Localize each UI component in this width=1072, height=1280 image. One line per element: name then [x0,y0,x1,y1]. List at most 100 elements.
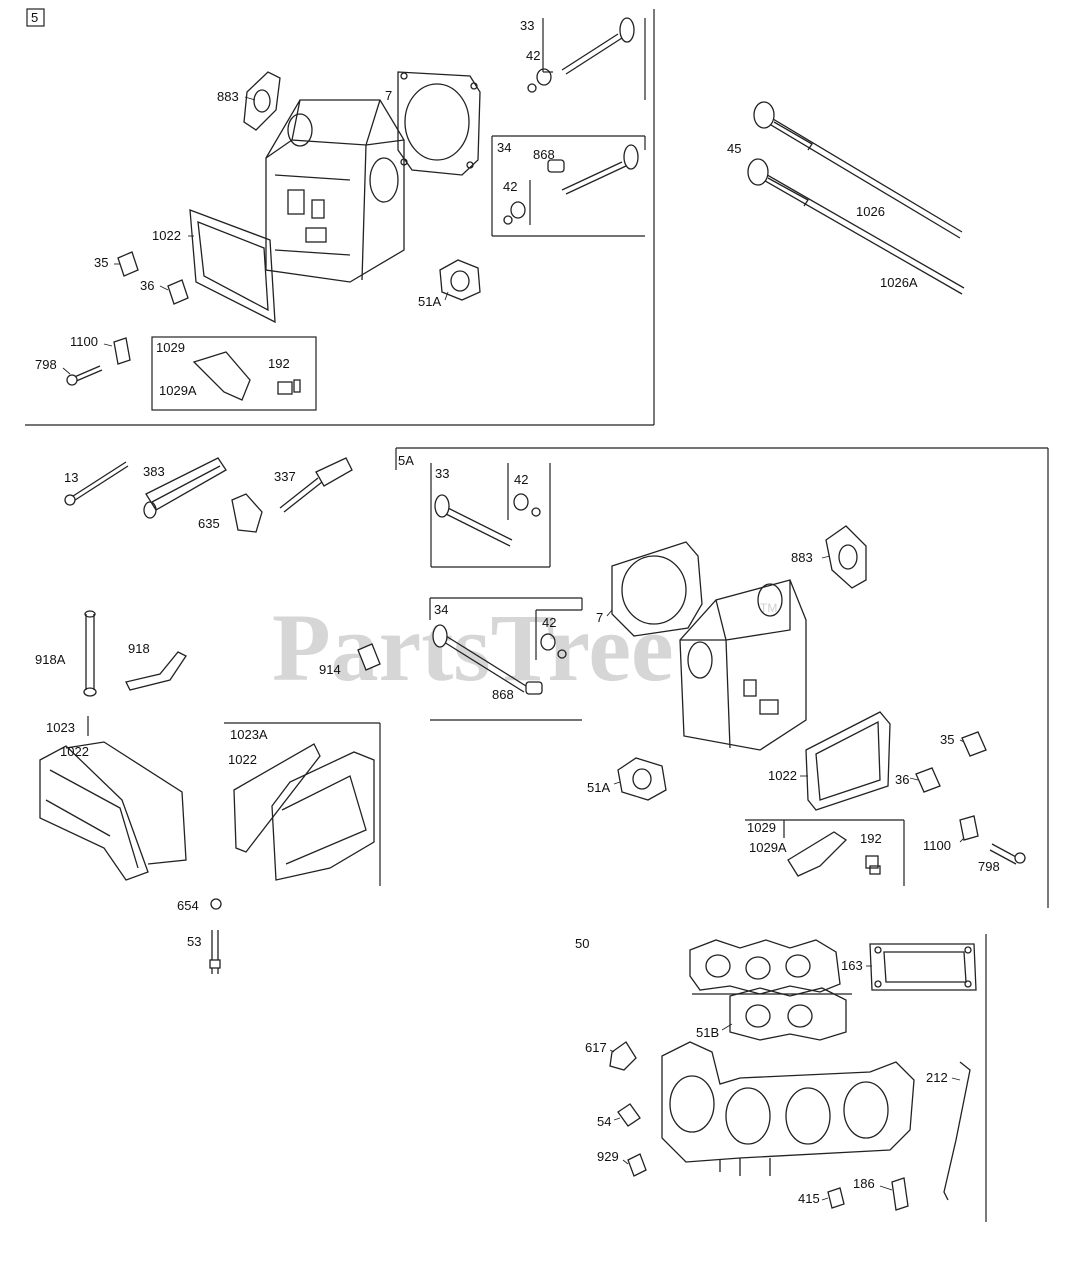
part-label: 42 [503,179,517,194]
rocker-cover-gasket-part [189,209,276,324]
part-label: 1029A [159,383,197,398]
part-label: 36 [140,278,154,293]
section-5-brackets [151,18,646,411]
part-label: 42 [514,472,528,487]
part-label: 1029 [747,820,776,835]
tube-918-part [125,651,187,691]
section-5a-labels: 33 42 34 42 868 7 883 35 36 1022 51A 102… [434,466,1000,874]
muffler-guard-part [145,457,227,511]
part-label: 415 [798,1191,820,1206]
section-5-labels: 883 7 33 42 34 868 42 1022 35 36 51A 110… [35,18,555,398]
section-label-5a: 5A [398,453,414,468]
nut-5a-part [865,855,879,869]
breather-5a-part [961,731,987,757]
part-label: 337 [274,469,296,484]
spark-plug-part [279,477,323,513]
part-label: 35 [940,732,954,747]
bolt-13-part [69,461,129,503]
valve-34-5a-part [443,635,527,693]
intake-manifold-part [661,1041,915,1176]
section-5-parts [66,17,639,401]
section-5a-parts [432,493,1026,877]
part-label: 192 [268,356,290,371]
part-label: 42 [526,48,540,63]
screw-5a-part [989,843,1019,865]
part-label: 918 [128,641,150,656]
gasket-1022-right-part [233,743,321,853]
screw-415-part [827,1187,845,1209]
link-212-part [943,1061,971,1201]
valve-group-top-right: 45 1026 1026A [727,101,965,295]
tube-918a-part [85,614,95,690]
part-label: 163 [841,958,863,973]
part-label: 212 [926,1070,948,1085]
part-label: 34 [497,140,511,155]
part-label: 36 [895,772,909,787]
section-50-labels: 163 51B 617 54 929 212 186 415 [585,958,948,1206]
part-label: 7 [596,610,603,625]
part-label: 1029A [749,840,787,855]
spacer-5a-part [915,767,941,793]
screw-part [71,365,103,383]
section-label-5: 5 [31,10,38,25]
intake-gasket-part [439,259,481,301]
part-label: 868 [533,147,555,162]
watermark-tm: TM [760,601,777,615]
clip-part [113,337,131,365]
intake-valve-part [561,33,623,75]
part-label: 1023A [230,727,268,742]
section-50-frame: 50 [575,934,987,1222]
part-label: 914 [319,662,341,677]
left-middle-parts [39,457,381,974]
part-label: 1100 [923,838,951,853]
part-label: 35 [94,255,108,270]
section-5-frame: 5 [25,8,655,426]
part-label: 617 [585,1040,607,1055]
valve-cover-1023-part [39,745,149,881]
part-label: 1022 [768,768,797,783]
part-label: 1022 [60,744,89,759]
section-50-leaders [609,965,961,1201]
valve-1026-part [759,171,965,295]
manifold-gasket-part [689,939,852,1041]
part-label: 654 [177,898,199,913]
part-label: 1026 [856,204,885,219]
part-label: 798 [978,859,1000,874]
section-label-50: 50 [575,936,589,951]
part-label: 42 [542,615,556,630]
part-label: 1029 [156,340,185,355]
rocker-arm-5a-part [787,831,848,877]
gasket-163-part [869,943,977,991]
part-label: 53 [187,934,201,949]
left-middle-labels: 13 383 337 635 918A 918 914 1023 1022 10… [35,464,341,949]
section-5a-leaders [606,555,965,843]
valve-45-part [765,115,963,239]
part-label: 883 [791,550,813,565]
gasket-1022-left-part [65,741,187,865]
exhaust-gasket-part [243,71,281,131]
part-label: 7 [385,88,392,103]
spring-186-part [891,1177,909,1211]
part-label: 1023 [46,720,75,735]
part-label: 383 [143,464,165,479]
valve-keeper-part [536,68,552,86]
part-label: 635 [198,516,220,531]
rocker-arm-part [192,351,251,401]
part-label: 868 [492,687,514,702]
screw-54-part [617,1103,641,1127]
breather-part [117,251,139,277]
section-50-parts [609,939,977,1211]
gasket-617-part [609,1041,637,1071]
part-label: 45 [727,141,741,156]
clip-5a-part [959,815,979,841]
screw-929-part [627,1153,647,1177]
part-label: 1022 [228,752,257,767]
cylinder-head-5a-part [679,579,807,751]
head-gasket-5a-part [611,541,703,637]
section-5-leaders [62,96,449,375]
rocker-cover-gasket-5a-part [805,711,891,811]
section-5a-frame: 5A [395,447,1049,908]
part-label: 51B [696,1025,719,1040]
part-label: 33 [520,18,534,33]
